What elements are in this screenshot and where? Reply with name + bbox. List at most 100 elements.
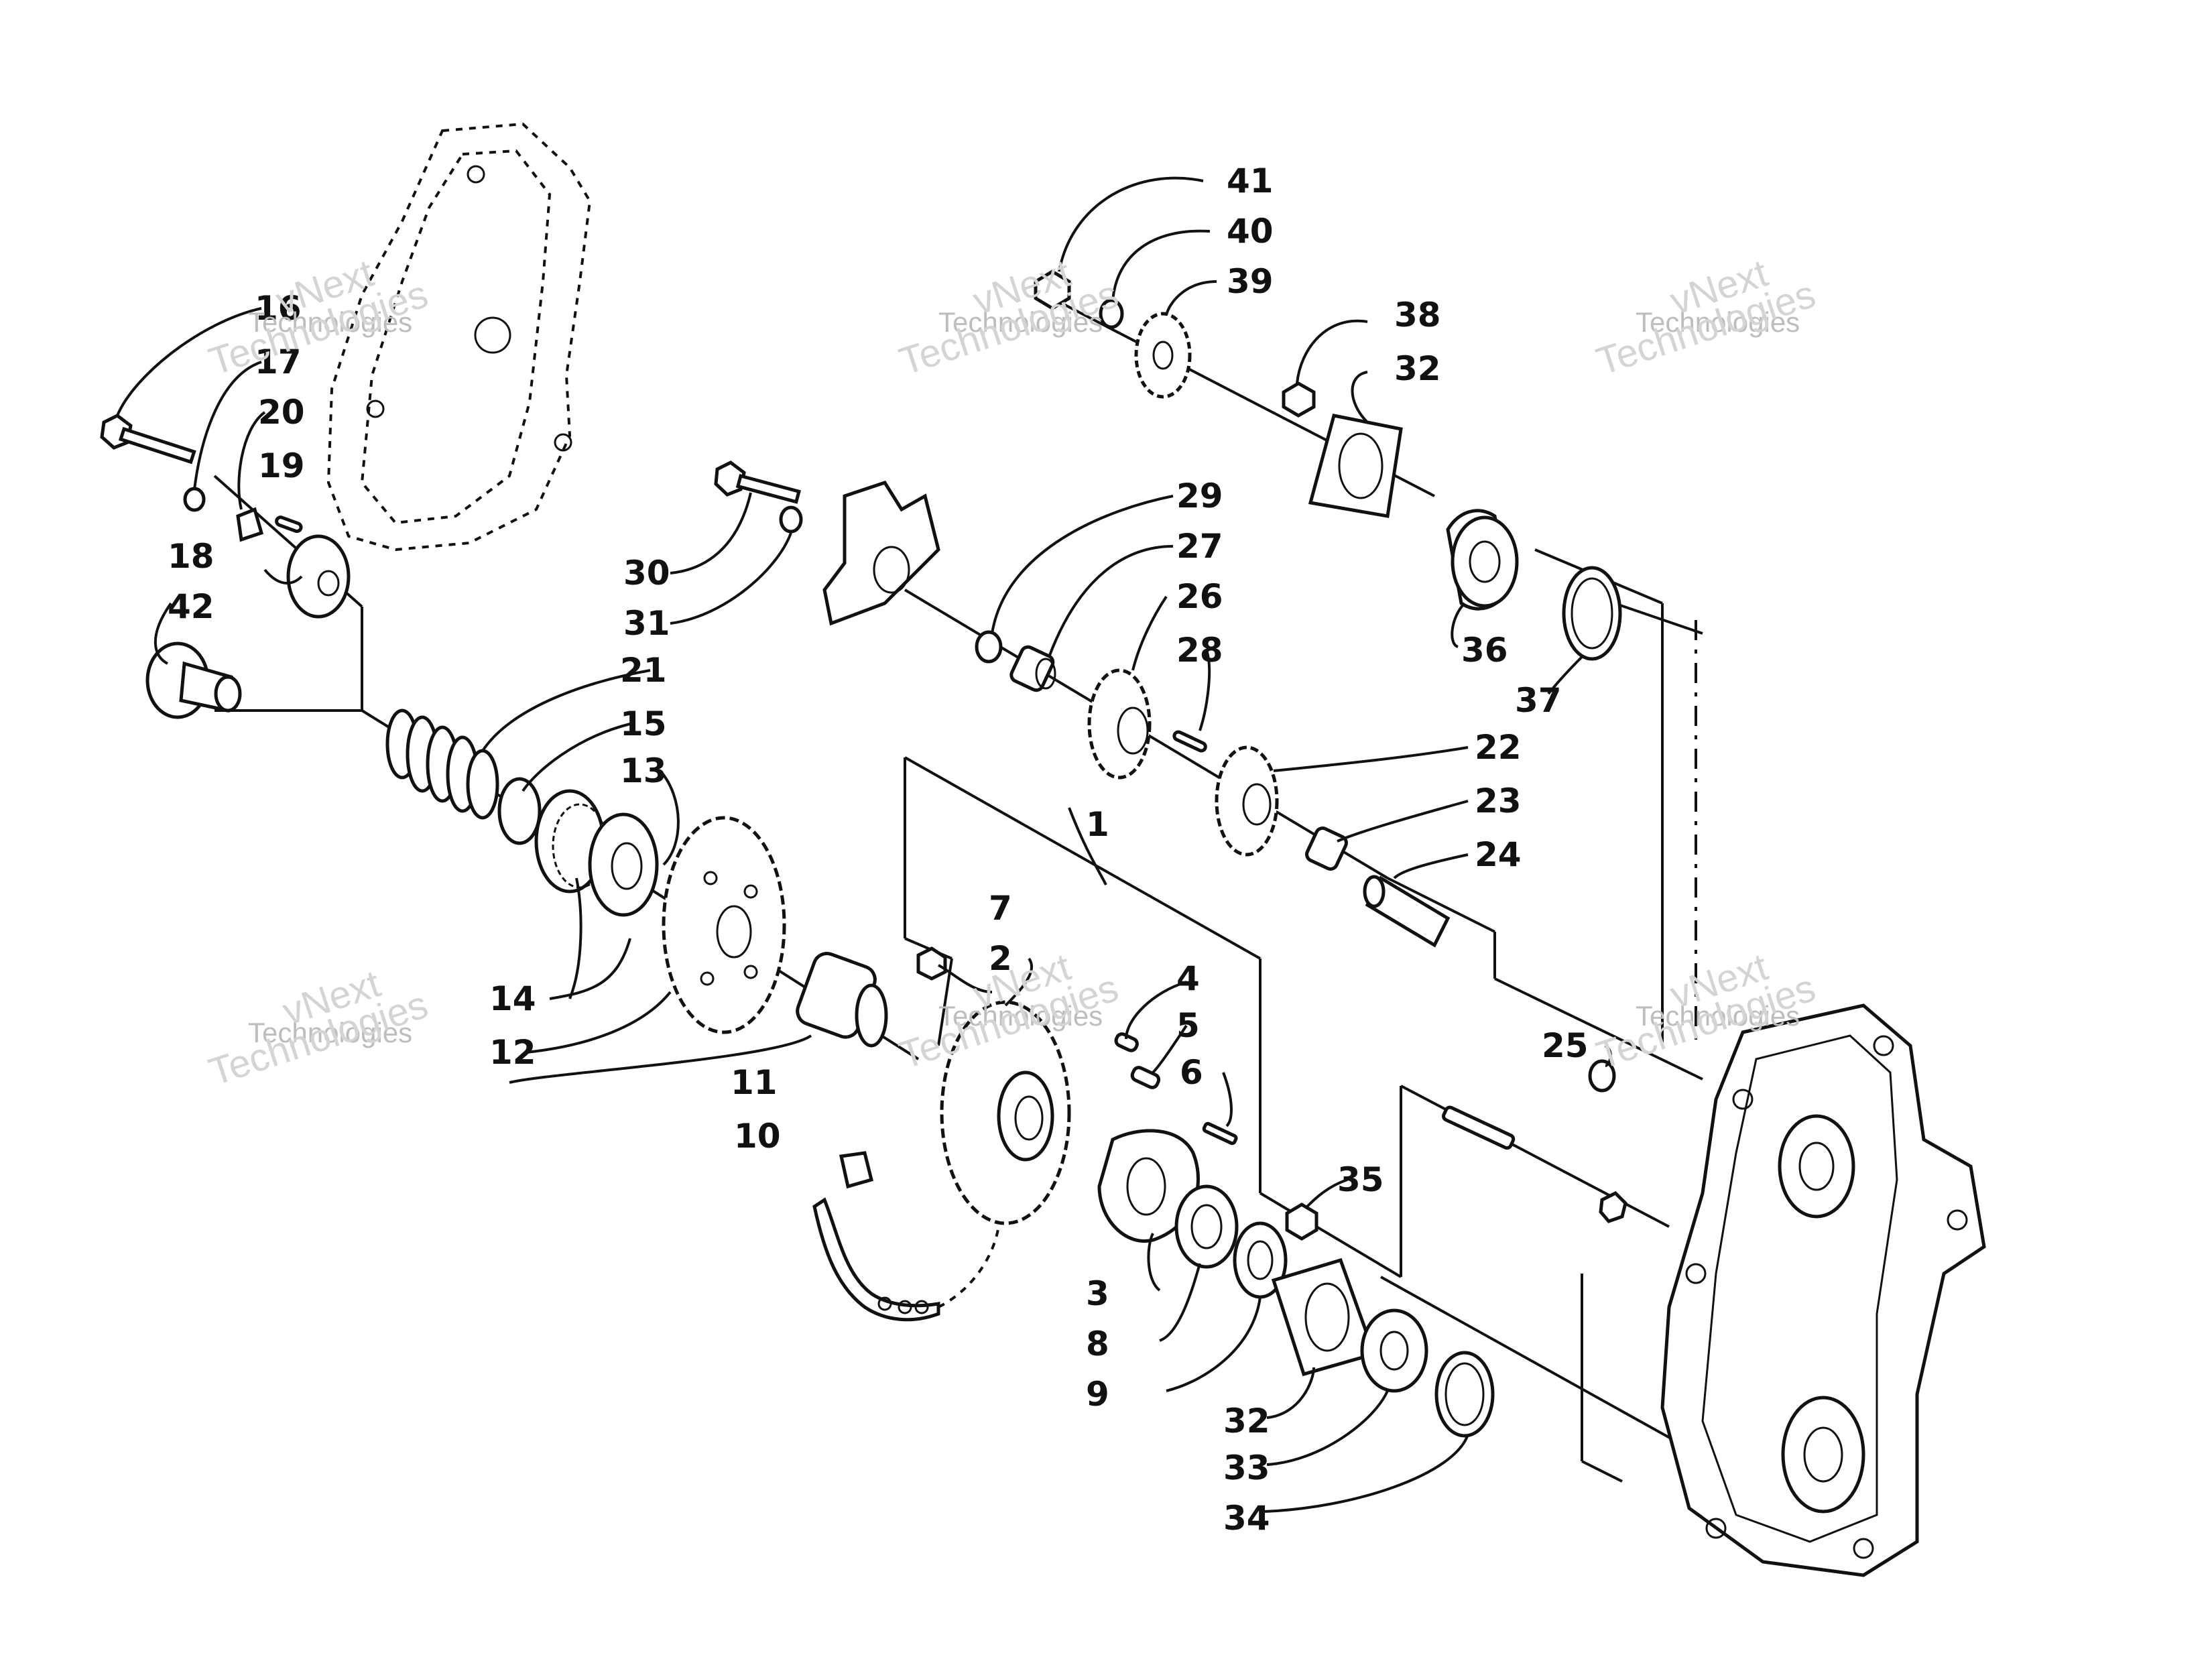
bearing-36	[1446, 509, 1519, 611]
callout-19: 19	[258, 446, 305, 485]
sprocket-11	[796, 952, 888, 1048]
callout-27: 27	[1176, 527, 1223, 566]
callout-10: 10	[734, 1117, 781, 1156]
callout-39: 39	[1227, 262, 1274, 301]
nut-35	[1285, 1203, 1318, 1241]
seal-34	[1434, 1351, 1495, 1438]
watermark-layer: Technologies vNext Technologies Technolo…	[204, 251, 1821, 1095]
callout-18: 18	[168, 537, 214, 576]
gear-26	[1087, 668, 1152, 780]
spacer-42	[145, 641, 242, 719]
callout-24: 24	[1475, 835, 1522, 874]
bearing-8	[1174, 1184, 1239, 1269]
clutch-gear-2	[940, 1000, 1071, 1225]
svg-text:Technologies: Technologies	[248, 306, 412, 338]
callout-32-lower: 32	[1223, 1402, 1270, 1440]
plunger-5	[1130, 1066, 1161, 1089]
callout-8: 8	[1086, 1325, 1109, 1363]
callout-9: 9	[1086, 1375, 1109, 1414]
washer-17	[183, 487, 206, 512]
leader-lines	[116, 176, 1612, 1513]
callout-7: 7	[989, 889, 1012, 928]
svg-text:Technologies: Technologies	[1636, 1000, 1800, 1032]
callout-21: 21	[620, 651, 667, 690]
pin-28	[1172, 730, 1207, 753]
bolt-16	[100, 414, 196, 465]
svg-text:Technologies: Technologies	[248, 1017, 412, 1048]
callout-34: 34	[1223, 1499, 1270, 1538]
callout-23: 23	[1475, 782, 1522, 820]
support-bracket	[822, 481, 940, 626]
spring-21	[385, 709, 499, 820]
callout-20: 20	[258, 393, 305, 432]
bearing-flange-lower	[1271, 1257, 1377, 1377]
callout-12: 12	[489, 1033, 536, 1072]
callout-30: 30	[623, 554, 670, 593]
callout-13: 13	[620, 751, 667, 790]
callout-33: 33	[1223, 1449, 1270, 1487]
washer-29	[975, 630, 1003, 664]
adjuster-stud	[1442, 1105, 1627, 1223]
svg-text:Technologies: Technologies	[1636, 306, 1800, 338]
nut-41	[1034, 269, 1071, 310]
sprocket-39	[1134, 312, 1192, 399]
lock-tab-20	[236, 507, 264, 542]
upper-shaft-axis	[1045, 294, 1703, 1042]
callout-11: 11	[731, 1063, 778, 1102]
spring-4	[1114, 1032, 1139, 1052]
callout-16: 16	[255, 289, 302, 328]
callout-1: 1	[1086, 805, 1109, 844]
callout-38: 38	[1394, 296, 1441, 334]
callout-labels: 41 40 39 38 32 36 37 29 27 26 28 22 23 2…	[168, 162, 1589, 1538]
bearing-23	[1305, 826, 1348, 871]
sprocket-12	[662, 816, 786, 1034]
callout-40: 40	[1227, 212, 1274, 251]
callout-3: 3	[1086, 1274, 1109, 1313]
watermark-mid-left: Technologies vNext Technologies	[204, 962, 433, 1095]
gear-22	[1215, 745, 1279, 857]
callout-25: 25	[1542, 1026, 1589, 1065]
chain-10	[812, 1151, 1001, 1322]
callout-2: 2	[989, 939, 1012, 978]
seal-37	[1562, 566, 1622, 661]
callout-5: 5	[1176, 1006, 1200, 1045]
callout-42: 42	[168, 587, 214, 626]
nut-7	[916, 946, 947, 981]
thrust-bearing-13	[534, 789, 659, 917]
screw-6	[1202, 1121, 1238, 1146]
callout-26: 26	[1176, 577, 1223, 616]
svg-text:Technologies: Technologies	[938, 1000, 1103, 1032]
sleeve-24	[1363, 875, 1451, 948]
callout-22: 22	[1475, 728, 1522, 767]
cup-18	[286, 534, 351, 619]
callout-41: 41	[1227, 162, 1274, 200]
callout-37: 37	[1515, 681, 1562, 720]
callout-28: 28	[1176, 631, 1223, 670]
callout-36: 36	[1461, 631, 1508, 670]
bolt-30	[714, 460, 801, 504]
housing-cover-outline	[326, 122, 592, 552]
washer-31	[779, 505, 803, 534]
callout-14: 14	[489, 979, 536, 1018]
callout-17: 17	[255, 343, 302, 381]
callout-32-upper: 32	[1394, 349, 1441, 388]
callout-6: 6	[1180, 1053, 1203, 1092]
washer-40	[1099, 298, 1124, 329]
washer-25	[1588, 1059, 1616, 1093]
watermark-top-right: Technologies vNext Technologies	[1591, 251, 1821, 384]
needle-bearing-27	[1009, 645, 1056, 692]
watermark-top-left: Technologies vNext Technologies	[204, 251, 433, 384]
callout-4: 4	[1176, 959, 1200, 998]
snap-ring-15	[497, 777, 542, 845]
svg-text:Technologies: Technologies	[938, 306, 1103, 338]
nut-38	[1282, 381, 1316, 418]
bearing-flange-upper	[1308, 414, 1403, 518]
watermark-top-center: Technologies vNext Technologies	[894, 251, 1123, 384]
callout-29: 29	[1176, 477, 1223, 515]
gear-case-housing	[1660, 1003, 1986, 1577]
callout-31: 31	[623, 604, 670, 643]
key-19	[275, 515, 303, 534]
callout-15: 15	[620, 704, 667, 743]
